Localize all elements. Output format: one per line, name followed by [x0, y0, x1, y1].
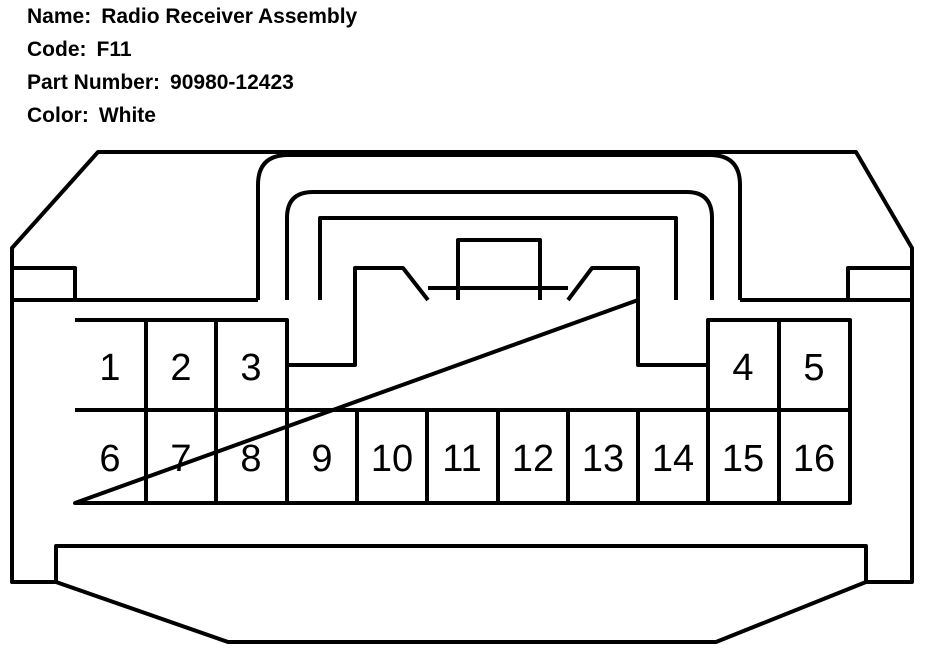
lock-frame: [318, 216, 678, 300]
left-side-notch: [12, 266, 77, 300]
pin-label: 13: [582, 438, 624, 480]
pin-label: 7: [170, 438, 191, 480]
pin-label: 11: [442, 438, 481, 480]
latch-hood-inner: [285, 190, 714, 300]
pin-label: 14: [652, 438, 694, 480]
part-number-label: Part Number:: [27, 71, 161, 94]
part-number-row: Part Number: 90980-12423: [27, 66, 627, 99]
housing-outline: [10, 150, 914, 584]
pin-grid: [75, 320, 850, 503]
pin-label: 15: [722, 438, 764, 480]
pin-label: 9: [311, 438, 332, 480]
color-label: Color:: [27, 104, 89, 127]
pin-label: 2: [170, 347, 191, 389]
code-row: Code: F11: [27, 33, 627, 66]
pin-label: 4: [732, 347, 753, 389]
lock-tab: [353, 238, 640, 302]
code-label: Code:: [27, 38, 87, 61]
name-label: Name:: [27, 5, 92, 28]
right-side-notch: [846, 266, 912, 300]
connector-info: Name: Radio Receiver Assembly Code: F11 Pa…: [27, 0, 627, 132]
housing-bottom-skirt: [55, 580, 867, 644]
color-row: Color: White: [27, 99, 627, 132]
pin-label: 8: [240, 438, 261, 480]
name-row: Name: Radio Receiver Assembly: [27, 0, 627, 33]
pin-label: 6: [99, 438, 120, 480]
pin-label: 5: [803, 347, 824, 389]
pin-label: 10: [371, 438, 413, 480]
code-value: F11: [96, 38, 132, 61]
pin-label: 1: [99, 347, 120, 389]
part-number-value: 90980-12423: [170, 71, 294, 94]
color-value: White: [98, 104, 156, 127]
latch-hood-outer: [256, 153, 742, 300]
pin-label: 12: [512, 438, 554, 480]
pin-label: 3: [240, 347, 261, 389]
name-value: Radio Receiver Assembly: [101, 5, 358, 28]
pin-label: 16: [793, 438, 835, 480]
